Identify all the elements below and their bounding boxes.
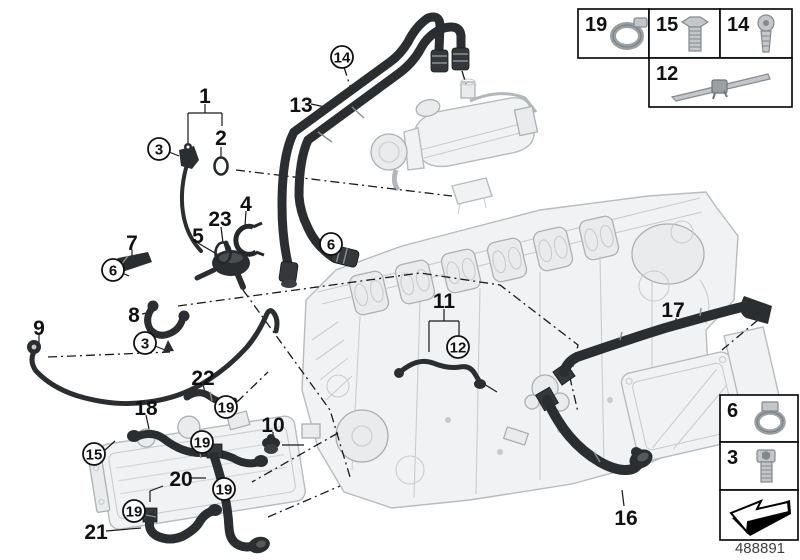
legend-cell-arrow[interactable]	[719, 489, 799, 541]
legend-cell-6[interactable]: 6	[719, 394, 799, 443]
callout-6[interactable]: 6	[101, 258, 125, 282]
svg-text:9: 9	[33, 317, 45, 340]
legend-cell-19[interactable]: 19	[577, 8, 650, 59]
direction-arrow-icon	[729, 499, 791, 536]
callout-21[interactable]: 21	[84, 521, 108, 544]
cable-tie-icon	[670, 73, 771, 102]
callout-8[interactable]: 8	[128, 304, 140, 327]
svg-text:12: 12	[450, 340, 467, 357]
callout-23[interactable]: 23	[208, 208, 231, 231]
part-bracket-1[interactable]	[179, 143, 203, 253]
part-hose-21[interactable]	[142, 504, 222, 544]
svg-text:19: 19	[216, 482, 233, 499]
svg-text:19: 19	[218, 400, 235, 417]
egr-cooler-top-art	[370, 78, 539, 215]
svg-text:10: 10	[261, 414, 284, 437]
callout-19[interactable]: 19	[214, 395, 238, 419]
svg-text:5: 5	[192, 225, 204, 248]
svg-text:19: 19	[126, 504, 143, 521]
legend-label-12: 12	[656, 63, 678, 85]
hose-clamp-icon	[610, 17, 648, 50]
legend-label-3: 3	[727, 447, 738, 469]
svg-text:4: 4	[240, 193, 252, 216]
callout-17[interactable]: 17	[661, 299, 684, 322]
svg-text:6: 6	[327, 237, 335, 254]
part-hose-13[interactable]	[277, 12, 470, 288]
callout-18[interactable]: 18	[134, 397, 158, 420]
svg-text:3: 3	[141, 336, 149, 353]
callout-20[interactable]: 20	[169, 468, 192, 491]
callout-2[interactable]: 2	[215, 127, 227, 150]
svg-text:8: 8	[128, 304, 140, 327]
callout-15[interactable]: 15	[82, 442, 106, 466]
part-hose-16[interactable]	[535, 386, 656, 475]
hex-bolt-icon	[680, 16, 710, 52]
svg-text:7: 7	[126, 232, 138, 255]
callout-4[interactable]: 4	[240, 193, 252, 216]
legend-label-6: 6	[727, 400, 738, 422]
part-oring-23[interactable]	[214, 241, 232, 265]
callout-22[interactable]: 22	[191, 367, 214, 390]
callout-3[interactable]: 3	[133, 331, 157, 355]
legend-cell-15[interactable]: 15	[648, 8, 721, 59]
svg-text:18: 18	[134, 397, 158, 420]
part-pipe-9[interactable]	[27, 308, 280, 407]
intake-ports	[348, 215, 620, 316]
callout-5[interactable]: 5	[192, 225, 204, 248]
legend-cell-3[interactable]: 3	[719, 441, 799, 491]
legend: 19 15 14	[577, 8, 799, 541]
svg-text:6: 6	[109, 263, 117, 280]
svg-text:2: 2	[215, 127, 227, 150]
legend-label-19: 19	[585, 14, 607, 36]
legend-cell-14[interactable]: 14	[719, 8, 793, 59]
svg-text:14: 14	[334, 50, 351, 67]
svg-text:22: 22	[191, 367, 214, 390]
callout-13[interactable]: 13	[289, 94, 312, 117]
oil-cooler-art	[620, 351, 748, 462]
callout-19[interactable]: 19	[212, 477, 236, 501]
part-clamp-4[interactable]	[233, 221, 265, 257]
part-number: 488891	[735, 540, 785, 557]
part-hose-17[interactable]	[552, 296, 772, 386]
turbocharger-art	[631, 220, 710, 325]
parts	[27, 12, 772, 554]
callout-12[interactable]: 12	[446, 335, 470, 359]
torx-screw-icon	[757, 14, 775, 53]
part-oring-2[interactable]	[213, 156, 229, 176]
svg-text:15: 15	[86, 447, 103, 464]
svg-text:21: 21	[84, 521, 108, 544]
svg-text:3: 3	[155, 142, 163, 159]
svg-text:20: 20	[169, 468, 192, 491]
callout-16[interactable]: 16	[614, 507, 637, 530]
callout-6[interactable]: 6	[319, 232, 343, 256]
callout-1[interactable]: 1	[199, 85, 211, 108]
part-pipe-11[interactable]	[394, 358, 486, 389]
callout-7[interactable]: 7	[126, 232, 138, 255]
hose-clamp-icon	[754, 401, 786, 435]
socket-head-bolt-icon	[756, 449, 776, 483]
legend-cell-12[interactable]: 12	[648, 57, 793, 108]
legend-label-14: 14	[727, 14, 750, 36]
svg-text:23: 23	[208, 208, 231, 231]
svg-text:13: 13	[289, 94, 312, 117]
callout-10[interactable]: 10	[261, 414, 284, 437]
part-hose-8[interactable]	[144, 300, 190, 339]
legend-label-15: 15	[656, 14, 678, 36]
svg-text:11: 11	[433, 290, 456, 313]
callout-14[interactable]: 14	[330, 45, 354, 69]
svg-text:17: 17	[661, 299, 684, 322]
svg-text:19: 19	[194, 435, 211, 452]
callout-19[interactable]: 19	[122, 499, 146, 523]
svg-text:1: 1	[199, 85, 211, 108]
callout-11[interactable]: 11	[433, 290, 456, 313]
part-grommet-10[interactable]	[262, 434, 280, 454]
callout-19[interactable]: 19	[190, 430, 214, 454]
svg-text:16: 16	[614, 507, 637, 530]
callout-3[interactable]: 3	[147, 137, 171, 161]
callout-9[interactable]: 9	[33, 317, 45, 340]
